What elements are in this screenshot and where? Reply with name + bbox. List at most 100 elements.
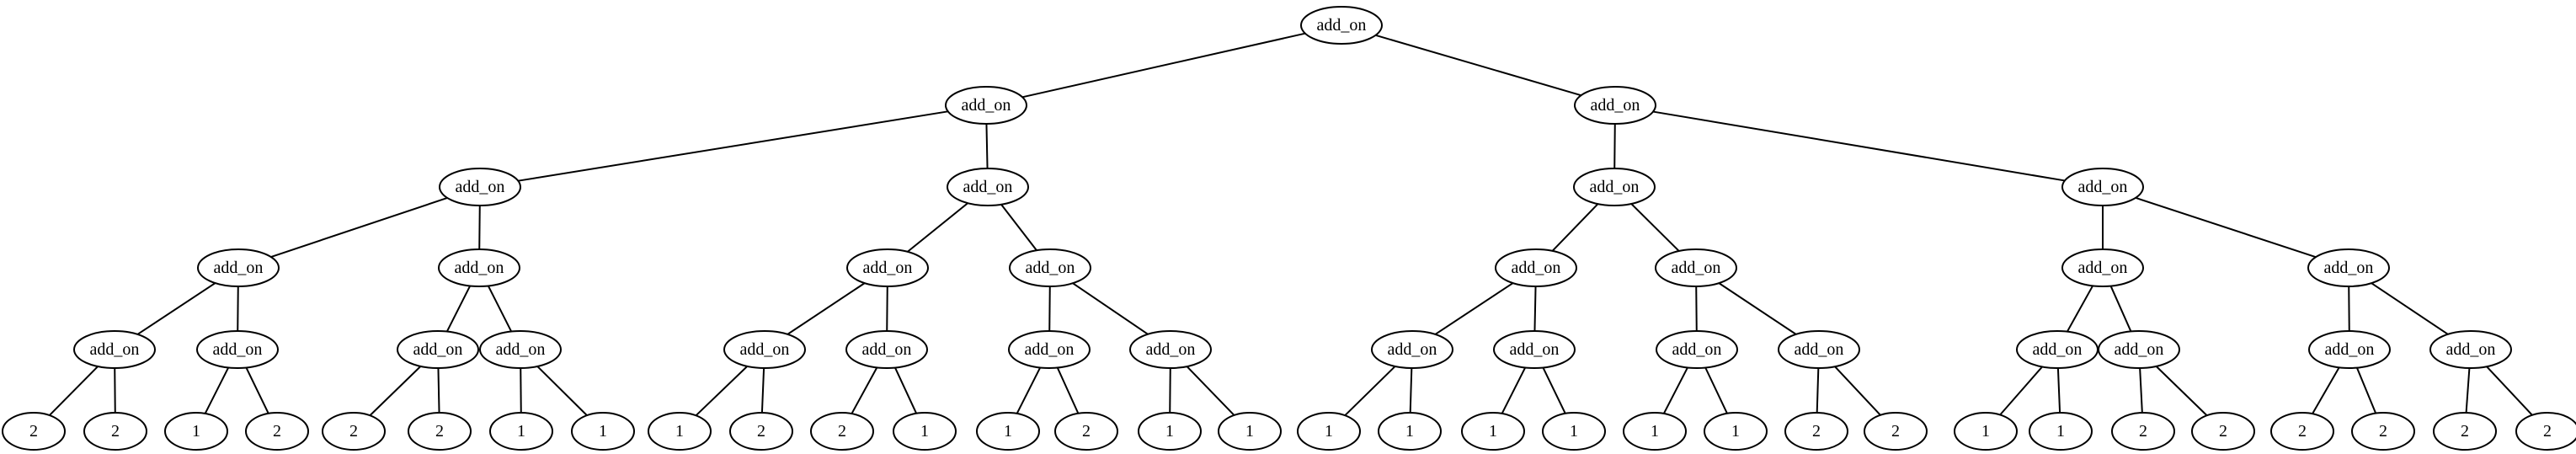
tree-edge	[907, 202, 968, 253]
add-on-node: add_on	[2307, 248, 2390, 287]
node-ellipse	[197, 248, 280, 287]
node-label: add_on	[1026, 259, 1075, 277]
tree-edge	[1169, 367, 1171, 414]
node-label: add_on	[213, 340, 263, 359]
node-ellipse	[1371, 330, 1453, 369]
node-label: 1	[920, 422, 929, 441]
tree-edge	[2312, 366, 2340, 414]
tree-edge	[1816, 367, 1820, 414]
tree-edge	[787, 282, 866, 335]
node-label: 2	[2139, 422, 2147, 441]
tree-edge	[136, 282, 216, 335]
node-ellipse	[2515, 412, 2576, 451]
tree-edge	[1344, 366, 1396, 416]
leaf-node: 2	[322, 412, 386, 451]
leaf-node: 2	[810, 412, 874, 451]
node-label: 2	[838, 422, 846, 441]
tree-edge	[2135, 196, 2317, 259]
tree-edge	[1551, 203, 1599, 252]
node-ellipse	[1138, 412, 1202, 451]
node-label: add_on	[2324, 259, 2374, 277]
add-on-node: add_on	[479, 330, 562, 369]
tree-edge	[245, 367, 269, 414]
node-label: 2	[2461, 422, 2469, 441]
tree-edge	[985, 123, 989, 169]
node-label: 1	[1165, 422, 1174, 441]
tree-edge	[478, 205, 481, 250]
leaf-node: 2	[2, 412, 66, 451]
tree-edge	[1613, 123, 1616, 169]
leaf-node: 1	[648, 412, 712, 451]
tree-edge	[1630, 203, 1680, 252]
leaf-node: 2	[83, 412, 147, 451]
leaf-node: 2	[1784, 412, 1848, 451]
tree-edge	[2371, 282, 2449, 335]
tree-edge	[1542, 367, 1566, 414]
tree-edges	[49, 32, 2533, 417]
add-on-node: add_on	[2016, 330, 2099, 369]
node-ellipse	[2270, 412, 2334, 451]
tree-edge	[2155, 366, 2208, 416]
leaf-node: 2	[245, 412, 309, 451]
leaf-node: 1	[1542, 412, 1606, 451]
tree-edge	[1695, 286, 1698, 332]
node-ellipse	[2429, 330, 2512, 369]
tree-edge	[1021, 32, 1306, 99]
node-ellipse	[2191, 412, 2255, 451]
node-ellipse	[2029, 412, 2093, 451]
node-label: add_on	[1510, 340, 1560, 359]
node-ellipse	[1008, 330, 1091, 369]
node-ellipse	[2111, 412, 2175, 451]
tree-edge	[2486, 366, 2533, 416]
tree-edge	[1000, 204, 1037, 251]
node-label: 1	[1981, 422, 1990, 441]
node-ellipse	[2307, 248, 2390, 287]
node-ellipse	[845, 330, 928, 369]
add-on-node: add_on	[2098, 330, 2180, 369]
node-label: 2	[2219, 422, 2227, 441]
node-label: add_on	[413, 340, 463, 359]
node-label: add_on	[456, 178, 505, 196]
add-on-node: add_on	[2429, 330, 2512, 369]
node-ellipse	[73, 330, 156, 369]
node-label: add_on	[1591, 96, 1640, 115]
node-label: add_on	[962, 96, 1011, 115]
leaf-node: 2	[1864, 412, 1928, 451]
tree-edge	[1652, 110, 2066, 182]
node-label: add_on	[2325, 340, 2375, 359]
node-ellipse	[397, 330, 479, 369]
tree-edge	[1048, 286, 1051, 332]
node-ellipse	[1297, 412, 1361, 451]
tree-edge	[1999, 366, 2043, 416]
tree-edge	[1834, 366, 1881, 416]
leaf-node: 1	[893, 412, 957, 451]
leaf-node: 2	[1054, 412, 1118, 451]
node-ellipse	[2433, 412, 2497, 451]
tree-edge	[760, 367, 765, 414]
node-ellipse	[2351, 412, 2415, 451]
leaf-node: 1	[489, 412, 553, 451]
add-on-node: add_on	[439, 168, 521, 206]
node-ellipse	[976, 412, 1040, 451]
leaf-node: 1	[1623, 412, 1687, 451]
node-label: 1	[1405, 422, 1414, 441]
leaf-node: 2	[2270, 412, 2334, 451]
add-on-node: add_on	[1493, 330, 1576, 369]
node-ellipse	[2, 412, 66, 451]
leaf-node: 2	[2111, 412, 2175, 451]
node-ellipse	[648, 412, 712, 451]
node-label: add_on	[1590, 178, 1640, 196]
tree-edge	[2056, 367, 2061, 414]
add-on-node: add_on	[1129, 330, 1212, 369]
leaf-node: 1	[1461, 412, 1525, 451]
node-ellipse	[1218, 412, 1282, 451]
node-label: add_on	[1146, 340, 1196, 359]
leaf-node: 2	[729, 412, 793, 451]
node-label: add_on	[1025, 340, 1075, 359]
leaf-node: 2	[408, 412, 472, 451]
node-label: add_on	[90, 340, 140, 359]
node-label: add_on	[740, 340, 790, 359]
node-label: add_on	[455, 259, 504, 277]
